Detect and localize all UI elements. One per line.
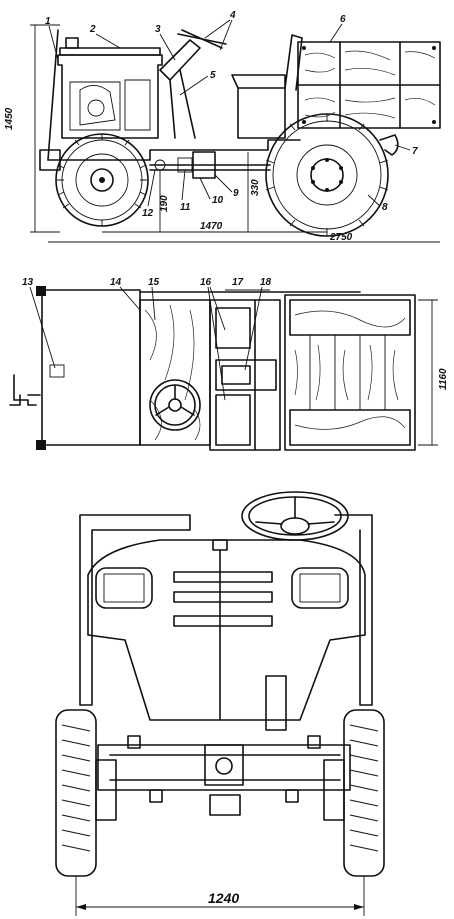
front-wheel-side xyxy=(265,113,389,237)
part-label-15: 15 xyxy=(148,277,160,288)
rear-hitch xyxy=(39,149,61,171)
front-hitch xyxy=(379,134,399,156)
seat-top xyxy=(209,299,281,451)
front-axle xyxy=(97,735,351,816)
part-label-8: 8 xyxy=(382,202,388,213)
side-view: 1450 xyxy=(4,10,441,243)
engine-hood-side xyxy=(57,37,163,139)
wheelbase-dimension-label: 1470 xyxy=(200,221,223,232)
steering-column-side xyxy=(159,29,227,139)
part-label-14: 14 xyxy=(110,277,122,288)
rear-hitch-top xyxy=(13,374,41,406)
part-label-3: 3 xyxy=(155,24,161,35)
part-label-11: 11 xyxy=(180,202,191,213)
chassis-frame xyxy=(47,139,301,171)
steering-wheel-front xyxy=(241,491,349,541)
left-tire-front xyxy=(55,709,117,877)
top-view: 1160 13 14 15 16 17 18 xyxy=(9,277,449,451)
steering-wheel-top xyxy=(149,379,201,431)
engine-top xyxy=(41,289,141,446)
part-label-5: 5 xyxy=(210,70,216,81)
axle-height-dimension-label: 190 xyxy=(159,195,170,212)
fuel-cap-top xyxy=(49,364,65,378)
front-view: 1240 xyxy=(55,491,385,916)
part-label-7: 7 xyxy=(412,146,418,157)
drivetrain-side xyxy=(149,151,271,179)
part-label-6: 6 xyxy=(340,14,346,25)
track-dimension-label: 1240 xyxy=(208,890,239,906)
length-dimension-label: 2750 xyxy=(329,232,353,243)
cargo-box-top xyxy=(284,294,416,451)
part-label-13: 13 xyxy=(22,277,34,288)
clearance-dimension-label: 330 xyxy=(250,179,261,196)
part-label-17: 17 xyxy=(232,277,244,288)
part-label-2: 2 xyxy=(89,24,96,35)
height-dimension-label: 1450 xyxy=(4,107,15,130)
width-dimension-label: 1160 xyxy=(438,368,449,390)
part-label-10: 10 xyxy=(212,195,224,206)
part-label-16: 16 xyxy=(200,277,212,288)
part-label-18: 18 xyxy=(260,277,272,288)
rear-post xyxy=(47,29,59,161)
hood-front xyxy=(87,539,366,731)
cabin-floor-top xyxy=(139,299,211,446)
rear-wheel-side xyxy=(55,133,149,227)
left-frame-post xyxy=(79,514,191,706)
cargo-box-side xyxy=(297,41,441,129)
part-label-1: 1 xyxy=(45,16,51,27)
part-label-9: 9 xyxy=(233,188,239,199)
right-tire-front xyxy=(323,709,385,877)
seat-side xyxy=(231,34,303,139)
part-label-4: 4 xyxy=(229,10,236,21)
part-label-12: 12 xyxy=(142,208,154,219)
